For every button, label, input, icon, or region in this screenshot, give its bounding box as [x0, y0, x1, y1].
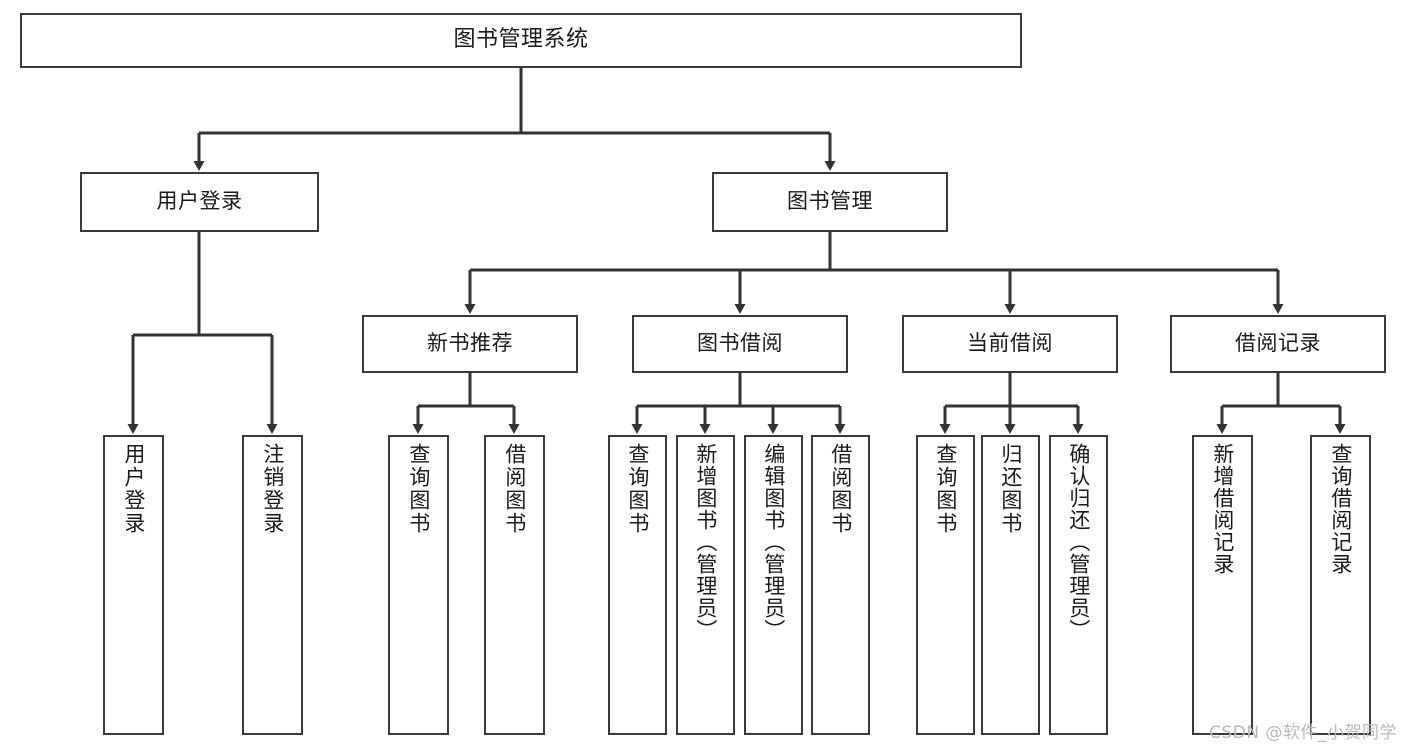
node-borrow-records-label: 借阅记录 — [1235, 331, 1321, 356]
leaf-logout[interactable]: 注销登录 — [242, 435, 303, 735]
leaf-borrow-book-newbook-label: 借阅图书 — [502, 443, 527, 535]
node-root[interactable]: 图书管理系统 — [20, 13, 1022, 68]
node-user-login-label: 用户登录 — [156, 189, 243, 214]
leaf-query-book-current-label: 查询图书 — [933, 443, 958, 535]
node-new-book-recommend-label: 新书推荐 — [427, 331, 513, 356]
node-root-label: 图书管理系统 — [453, 27, 589, 53]
node-borrow-records[interactable]: 借阅记录 — [1170, 315, 1386, 373]
leaf-query-book-current[interactable]: 查询图书 — [916, 435, 975, 735]
leaf-query-borrow-record-label: 查询借阅记录 — [1328, 443, 1353, 575]
leaf-add-borrow-record-label: 新增借阅记录 — [1210, 443, 1235, 575]
node-current-borrow-label: 当前借阅 — [967, 331, 1053, 356]
leaf-edit-book-admin[interactable]: 编辑图书（管理员） — [744, 435, 803, 735]
leaf-query-borrow-record[interactable]: 查询借阅记录 — [1310, 435, 1371, 735]
node-book-management[interactable]: 图书管理 — [712, 172, 948, 232]
watermark: CSDN @软件_小贺同学 — [1209, 723, 1397, 743]
leaf-return-book-label: 归还图书 — [998, 443, 1023, 535]
leaf-query-book-newbook[interactable]: 查询图书 — [388, 435, 449, 735]
node-book-management-label: 图书管理 — [787, 189, 873, 214]
leaf-add-book-admin-label: 新增图书（管理员） — [693, 443, 718, 641]
node-book-borrow[interactable]: 图书借阅 — [632, 315, 848, 373]
leaf-return-book[interactable]: 归还图书 — [981, 435, 1040, 735]
leaf-query-book-borrow-label: 查询图书 — [625, 443, 650, 535]
leaf-user-login-label: 用户登录 — [121, 443, 146, 535]
node-user-login[interactable]: 用户登录 — [80, 172, 319, 232]
leaf-borrow-book-newbook[interactable]: 借阅图书 — [484, 435, 545, 735]
node-book-borrow-label: 图书借阅 — [697, 331, 783, 356]
leaf-borrow-book-borrow-label: 借阅图书 — [828, 443, 853, 535]
leaf-confirm-return-admin-label: 确认归还（管理员） — [1066, 443, 1091, 641]
leaf-query-book-newbook-label: 查询图书 — [406, 443, 431, 535]
leaf-query-book-borrow[interactable]: 查询图书 — [608, 435, 667, 735]
leaf-logout-label: 注销登录 — [260, 443, 285, 535]
leaf-borrow-book-borrow[interactable]: 借阅图书 — [811, 435, 870, 735]
leaf-edit-book-admin-label: 编辑图书（管理员） — [761, 443, 786, 641]
leaf-user-login[interactable]: 用户登录 — [103, 435, 164, 735]
leaf-confirm-return-admin[interactable]: 确认归还（管理员） — [1049, 435, 1108, 735]
leaf-add-book-admin[interactable]: 新增图书（管理员） — [676, 435, 735, 735]
node-new-book-recommend[interactable]: 新书推荐 — [362, 315, 578, 373]
leaf-add-borrow-record[interactable]: 新增借阅记录 — [1192, 435, 1253, 735]
node-current-borrow[interactable]: 当前借阅 — [902, 315, 1118, 373]
